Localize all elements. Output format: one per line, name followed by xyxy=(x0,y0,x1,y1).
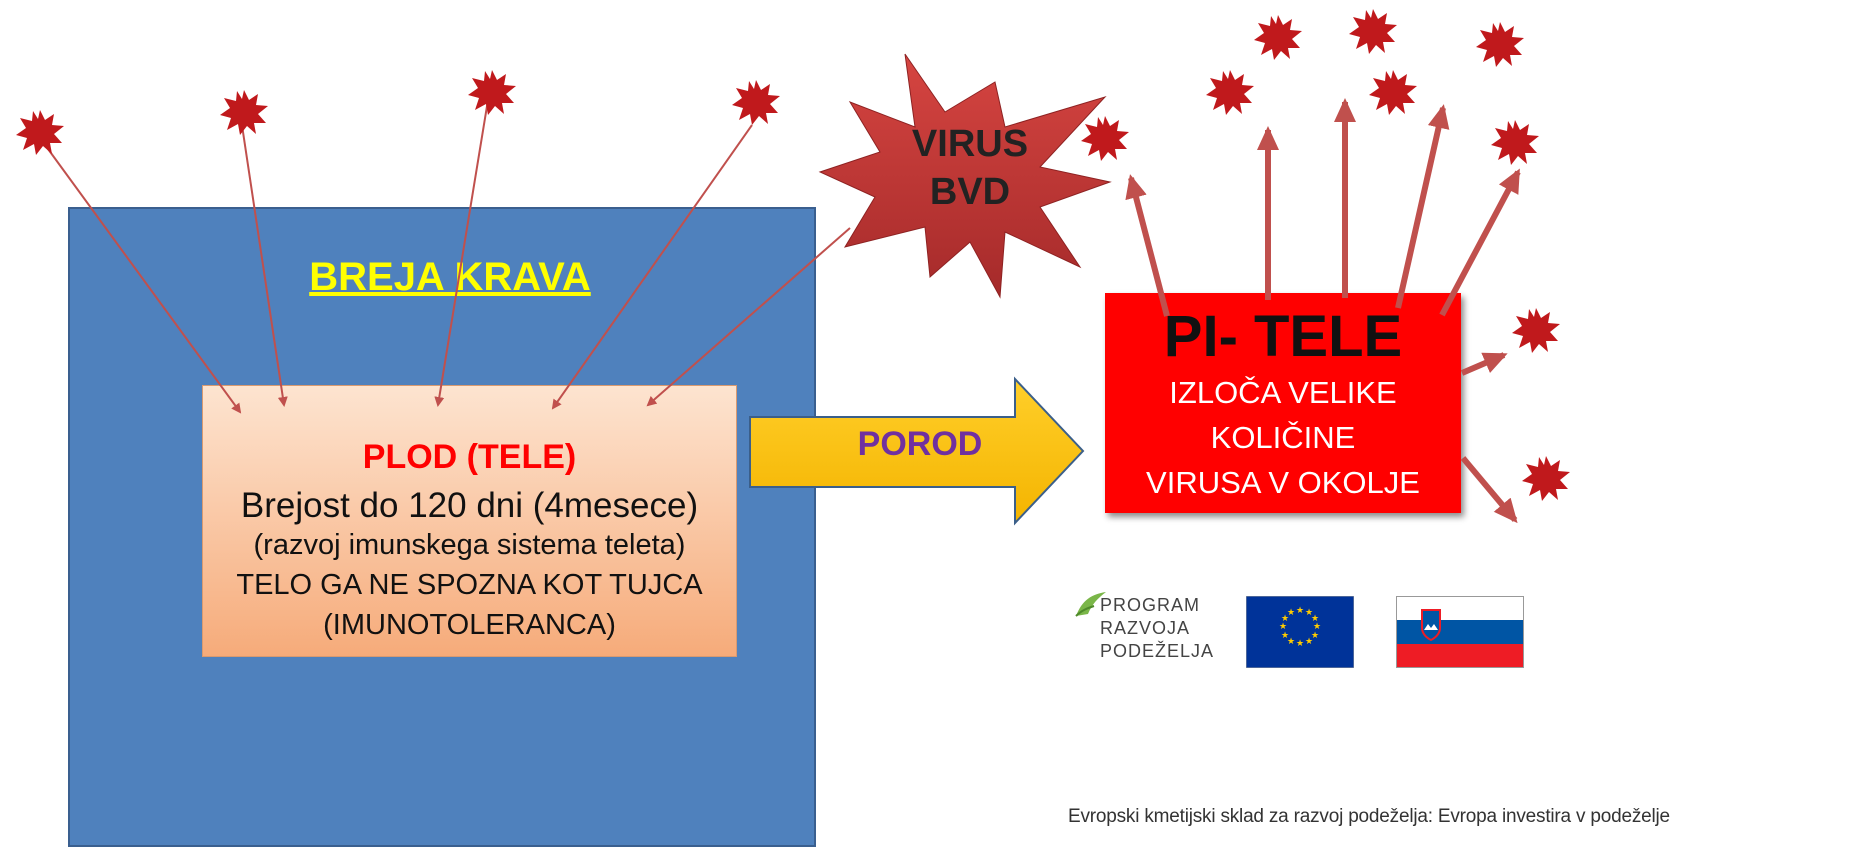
virus-particle xyxy=(732,80,780,125)
svg-text:★: ★ xyxy=(1313,622,1321,632)
svg-text:★: ★ xyxy=(1281,614,1289,624)
program-logo-text: PROGRAM RAZVOJA PODEŽELJA xyxy=(1100,594,1220,663)
virus-particle xyxy=(16,110,64,155)
pi-calf-box: PI- TELE IZLOČA VELIKE KOLIČINE VIRUSA V… xyxy=(1105,293,1461,513)
birth-arrow xyxy=(749,376,1085,526)
virus-particle xyxy=(1254,15,1302,60)
fetus-box: PLOD (TELE) Brejost do 120 dni (4mesece)… xyxy=(202,385,737,657)
svg-text:★: ★ xyxy=(1296,639,1304,649)
eu-flag-icon: ★ ★ ★ ★ ★ ★ ★ ★ ★ ★ ★ ★ xyxy=(1246,596,1354,668)
virus-particle xyxy=(1476,22,1524,67)
svg-text:★: ★ xyxy=(1305,608,1313,618)
infection-arrow-2 xyxy=(239,111,288,407)
svg-text:★: ★ xyxy=(1311,631,1319,641)
virus-particle xyxy=(1522,456,1570,501)
virus-label-line2: BVD xyxy=(929,171,1011,213)
pi-calf-line2: KOLIČINE xyxy=(1210,420,1356,455)
virus-particle xyxy=(1349,9,1397,54)
footer-text: Evropski kmetijski sklad za razvoj podež… xyxy=(1068,806,1670,827)
svg-text:★: ★ xyxy=(1296,606,1304,616)
virus-particle xyxy=(1081,116,1129,161)
svg-text:★: ★ xyxy=(1281,631,1289,641)
pi-calf-title: PI- TELE xyxy=(1163,304,1403,369)
virus-particle xyxy=(1512,308,1560,353)
virus-bvd-burst xyxy=(818,53,1112,299)
svg-text:★: ★ xyxy=(1305,637,1313,647)
shedding-arrow-4 xyxy=(1395,104,1450,309)
shedding-arrow-1 xyxy=(1125,174,1170,317)
svg-text:★: ★ xyxy=(1287,637,1295,647)
leaf-logo-icon xyxy=(1075,592,1106,617)
virus-label: VIRUS BVD xyxy=(890,120,1050,216)
infection-arrow-1 xyxy=(39,137,242,414)
fetus-line-immunotolerance: (IMUNOTOLERANCA) xyxy=(323,609,616,641)
infection-arrow-4 xyxy=(551,124,753,410)
virus-particle xyxy=(468,70,516,115)
fetus-line-gestation: Brejost do 120 dni (4mesece) xyxy=(240,486,699,525)
program-logo-line1: PROGRAM xyxy=(1100,595,1201,615)
svg-text:★: ★ xyxy=(1279,622,1287,632)
program-logo-line2: RAZVOJA xyxy=(1100,618,1191,638)
virus-label-line1: VIRUS xyxy=(911,123,1029,165)
virus-particle xyxy=(1369,70,1417,115)
birth-label: POROD xyxy=(857,425,983,463)
fetus-line-immune: (razvoj imunskega sistema teleta) xyxy=(253,529,686,561)
fetus-line-not-recognized: TELO GA NE SPOZNA KOT TUJCA xyxy=(236,569,703,601)
virus-particle xyxy=(1491,120,1539,165)
virus-particle xyxy=(220,90,268,135)
slovenia-flag-icon xyxy=(1396,596,1524,668)
shedding-arrow-7 xyxy=(1460,456,1518,524)
svg-text:★: ★ xyxy=(1311,614,1319,624)
svg-text:★: ★ xyxy=(1287,608,1295,618)
infection-arrow-3 xyxy=(434,99,489,407)
shedding-arrow-5 xyxy=(1439,168,1521,317)
fetus-title: PLOD (TELE) xyxy=(362,438,577,476)
pi-calf-line3: VIRUSA V OKOLJE xyxy=(1146,465,1420,500)
shedding-arrow-6 xyxy=(1460,352,1508,376)
infection-arrow-5 xyxy=(646,227,851,407)
program-logo-line3: PODEŽELJA xyxy=(1100,641,1215,661)
virus-particle xyxy=(1206,70,1254,115)
pregnant-cow-title: BREJA KRAVA xyxy=(309,255,591,299)
pi-calf-line1: IZLOČA VELIKE xyxy=(1169,375,1397,410)
